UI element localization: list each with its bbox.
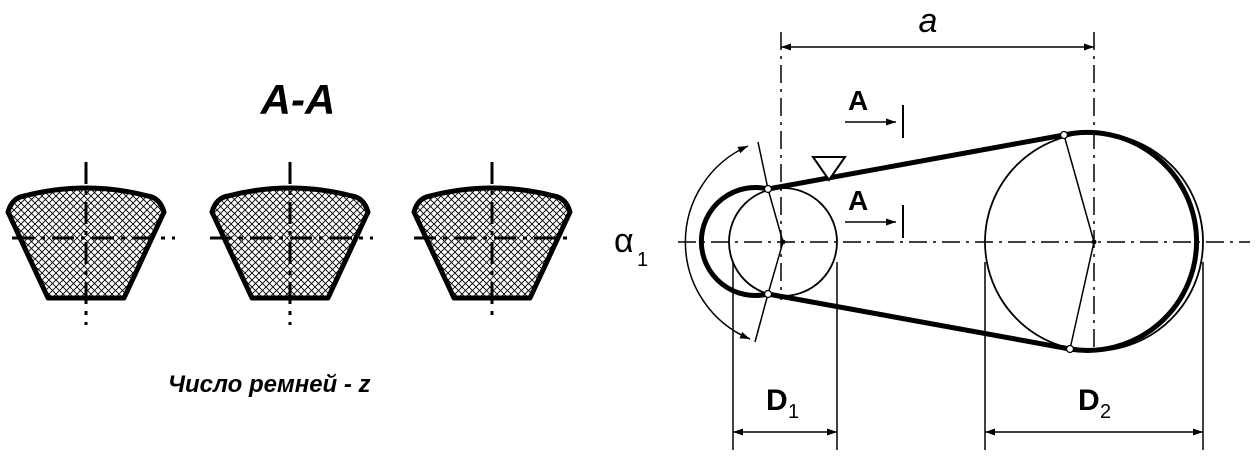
wrap-angle-extension-top [757,141,769,190]
small-pulley-radius-top [767,188,784,243]
wrap-angle-subscript: 1 [637,249,648,271]
belt-direction-triangle [811,156,847,182]
d2-letter: D [1078,384,1100,417]
d1-subscript: 1 [788,401,799,423]
tangent-point [1059,130,1069,140]
section-title: A-A [260,76,336,123]
large-pulley-center [1091,239,1097,245]
large-pulley-radius-top [1063,134,1095,243]
belt-cross-section-1 [5,162,175,325]
tangent-point [1065,344,1075,354]
d2-label: D 2 [1078,384,1111,423]
belts-count-caption: Число ремней - z [168,371,371,398]
large-pulley-radius-bottom [1069,241,1095,350]
d2-subscript: 2 [1100,401,1111,423]
wrap-angle-label: α 1 [614,222,648,271]
small-pulley-center [780,239,786,245]
section-mark-bottom: A [845,185,904,238]
tangent-point [763,289,773,299]
belt-cross-section-3 [411,162,574,318]
wrap-angle-extension-bottom [754,293,769,343]
d1-letter: D [766,384,788,417]
large-pulley-belt-wrap [1063,129,1200,353]
belt-upper-span [767,132,1065,192]
section-mark-bottom-letter: A [848,185,868,216]
section-mark-top: A [845,85,904,138]
center-distance-label: a [919,2,938,40]
belt-lower-span [767,291,1071,352]
tangent-point [763,184,773,194]
wrap-angle-arc [684,145,751,340]
section-mark-top-letter: A [848,85,868,116]
small-pulley-radius-bottom [767,241,784,295]
belt-cross-section-2 [209,162,373,325]
wrap-angle-symbol: α [614,222,634,260]
d1-label: D 1 [766,384,799,423]
